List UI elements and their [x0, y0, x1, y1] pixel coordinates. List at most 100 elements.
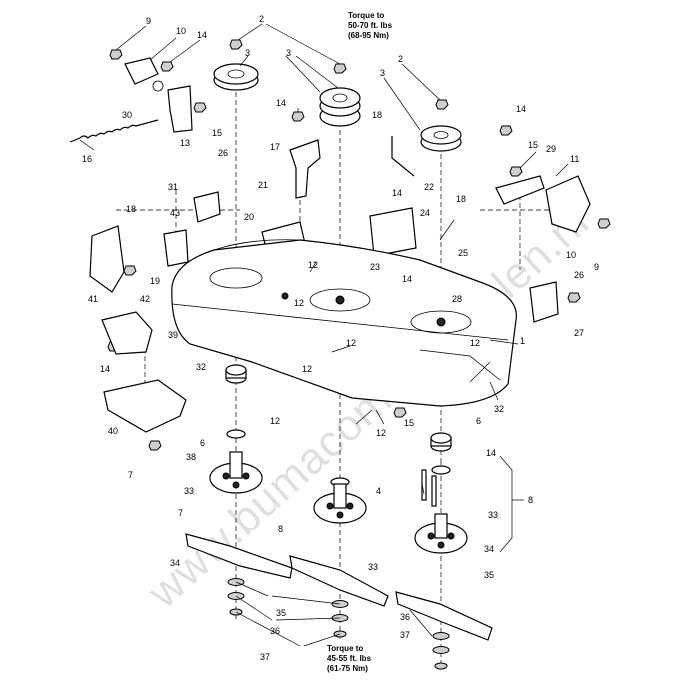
pulley-right: [420, 125, 462, 152]
blade-hub-center: [313, 483, 367, 524]
callout-15: 15: [212, 128, 222, 138]
spindle-housing-right: [430, 432, 452, 452]
callout-6: 6: [200, 438, 205, 448]
blade-hub-left: [209, 451, 263, 494]
callout-24: 24: [420, 208, 430, 218]
callout-10: 10: [566, 250, 576, 260]
torque-bottom-line1: Torque to: [327, 644, 363, 653]
callout-14: 14: [402, 274, 412, 284]
callout-9: 9: [594, 262, 599, 272]
callout-12: 12: [470, 338, 480, 348]
callout-16: 16: [82, 154, 92, 164]
torque-note-bottom: Torque to 45-55 ft. lbs (61-75 Nm): [327, 644, 373, 673]
callout-1: 1: [520, 336, 525, 346]
callout-12: 12: [308, 260, 318, 270]
torque-bottom-line2: 45-55 ft. lbs: [327, 654, 372, 663]
bracket-part-11: [545, 175, 591, 233]
torque-note-top: Torque to 50-70 ft. lbs (68-95 Nm): [348, 11, 394, 40]
callout-21: 21: [258, 180, 268, 190]
callout-32: 32: [196, 362, 206, 372]
callout-12: 12: [376, 428, 386, 438]
callout-33: 7: [178, 508, 183, 518]
mower-deck-part-1: [171, 239, 517, 407]
callout-10: 10: [176, 26, 186, 36]
callout-38: 4: [376, 486, 381, 496]
torque-top-line3: (68-95 Nm): [348, 31, 389, 40]
callout-3: 3: [286, 48, 291, 58]
spring-part-16: [69, 119, 159, 143]
bracket-part-29: [495, 175, 545, 205]
bracket-part-31: [193, 191, 221, 223]
callout-18: 18: [126, 204, 136, 214]
callout-17: 17: [270, 142, 280, 152]
callout-33: 8: [278, 524, 283, 534]
blade-right: [395, 591, 493, 641]
bracket-part-10: [124, 57, 164, 92]
pulley-left: [213, 63, 259, 91]
callout-12: 12: [302, 364, 312, 374]
callout-41: 41: [88, 294, 98, 304]
callout-12: 12: [270, 416, 280, 426]
callout-2: 2: [398, 54, 403, 64]
callout-25: 25: [458, 248, 468, 258]
callout-36: 37: [400, 630, 410, 640]
shield-part-41: [89, 225, 125, 293]
group-bracket-part-4: [499, 455, 524, 553]
callout-42: 42: [140, 294, 150, 304]
callout-7: 38: [186, 452, 196, 462]
callout-labels: 9 10 14 2 3 3 2 3 30 14 18 14 13 15 15 2…: [82, 14, 599, 662]
callout-2: 2: [259, 14, 264, 24]
bracket-part-19: [163, 229, 189, 267]
callout-34: 34: [170, 558, 180, 568]
callout-3: 3: [245, 48, 250, 58]
callout-20: 20: [244, 212, 254, 222]
callout-15: 15: [528, 140, 538, 150]
callout-14: 14: [276, 98, 286, 108]
callout-33: 35: [484, 570, 494, 580]
callout-8: 33: [184, 486, 194, 496]
callout-28: 28: [452, 294, 462, 304]
blade-hub-right: [414, 513, 468, 554]
rod-part-22: [391, 136, 415, 177]
callout-35: 35: [276, 608, 286, 618]
blade-left: [185, 533, 293, 579]
callout-26: 26: [574, 270, 584, 280]
callout-15: 15: [404, 418, 414, 428]
bracket-part-39: [101, 311, 153, 355]
callout-11: 11: [570, 154, 579, 164]
callout-26: 26: [218, 148, 228, 158]
callout-14: 14: [392, 188, 402, 198]
bracket-part-40: [103, 379, 187, 433]
callout-34: 33: [368, 562, 378, 572]
callout-12: 12: [294, 298, 304, 308]
callout-32: 6: [476, 416, 481, 426]
callout-7: 33: [488, 510, 498, 520]
callout-30: 30: [122, 110, 132, 120]
callout-8: 34: [484, 544, 494, 554]
bracket-part-23: [369, 207, 417, 257]
callout-18: 18: [372, 110, 382, 120]
callout-14: 14: [516, 104, 526, 114]
callout-14: 14: [100, 364, 110, 374]
callout-14: 14: [197, 30, 207, 40]
bracket-part-13: [167, 85, 193, 133]
callout-36: 36: [270, 626, 280, 636]
hardware-nuts: [107, 39, 611, 451]
callout-6: 14: [486, 448, 496, 458]
callout-12: 32: [494, 404, 504, 414]
callout-35: 36: [400, 612, 410, 622]
callout-4: 8: [528, 495, 533, 505]
spindle-housing-left: [225, 364, 247, 384]
bolts-part-38: [421, 469, 437, 507]
callout-39: 39: [168, 330, 178, 340]
callout-9: 9: [146, 16, 151, 26]
callout-14: 7: [128, 470, 133, 480]
callout-22: 22: [424, 182, 434, 192]
callout-23: 23: [370, 262, 380, 272]
torque-top-line1: Torque to: [348, 11, 384, 20]
bracket-part-17: [289, 139, 321, 199]
bracket-part-27: [529, 281, 559, 323]
torque-bottom-line3: (61-75 Nm): [327, 664, 368, 673]
callout-18: 18: [456, 194, 466, 204]
